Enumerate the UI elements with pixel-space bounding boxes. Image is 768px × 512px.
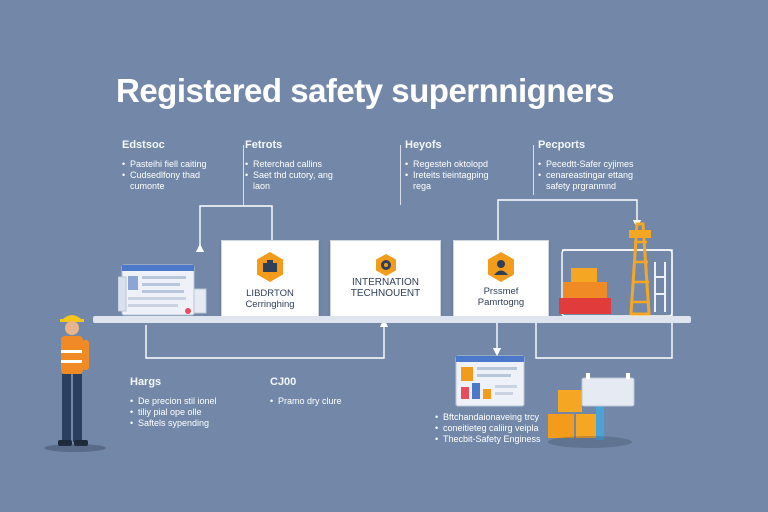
bottom-column-3: Bftchandaionaveing trcy coneitieteg cali… [435, 412, 547, 445]
card-subtitle: Cerringhing [245, 299, 295, 310]
timeline-bar [93, 316, 691, 323]
bottom-column-heading: CJ00 [270, 376, 297, 388]
top-column-heading: Fetrots [245, 139, 283, 151]
list-item: Reterchad callins [245, 159, 350, 170]
card-title: INTERNATION [351, 277, 420, 288]
bottom-column-2: CJ00 Pramo dry clure [270, 376, 370, 408]
list-item: Pecedtt-Safer cyjimes [538, 159, 648, 170]
gear-icon [375, 254, 396, 276]
process-card-3: Prssmef Pamrtogng [453, 240, 549, 318]
top-column-heading: Edstsoc [122, 139, 165, 151]
supply-boxes-icon [548, 373, 635, 448]
safety-worker-icon [58, 315, 89, 446]
process-card-2: INTERNATION TECHNOUENT [330, 240, 441, 318]
list-item: Pasteihi fiell caiting [122, 159, 234, 170]
card-subtitle: Pamrtogng [477, 297, 525, 308]
card-title: Prssmef [483, 286, 519, 297]
process-card-1: LIBDRTON Cerringhing [221, 240, 319, 318]
list-item: Cudsedlfony thad cumonte [122, 170, 234, 192]
ground-shadow [44, 444, 106, 452]
top-column-heading: Pecports [538, 139, 586, 151]
list-item: Pramo dry clure [270, 396, 370, 407]
flow-arrow [195, 205, 273, 253]
list-item: De precion stil ionel [130, 396, 255, 407]
flow-arrow [497, 199, 642, 240]
list-item: Saftels sypending [130, 418, 255, 429]
column-divider [533, 145, 534, 195]
worker-icon [488, 252, 514, 282]
bottom-column-1: Hargs De precion stil ionel tiliy pial o… [130, 376, 255, 430]
bottom-column-heading: Hargs [130, 376, 162, 388]
flow-arrow [145, 318, 389, 359]
top-column-2: Fetrots Reterchad callins Saet thd cutor… [245, 140, 350, 192]
column-divider [243, 145, 244, 205]
list-item: Ireteits tieintagping rega [405, 170, 505, 192]
column-divider [400, 145, 401, 205]
report-monitor-icon [455, 355, 525, 407]
dashboard-monitor-icon [118, 264, 207, 316]
top-column-3: Heyofs Regesteh oktolopd Ireteits tieint… [405, 140, 505, 192]
page-title: Registered safety supernnigners [116, 72, 615, 109]
card-title: LIBDRTON [246, 288, 294, 299]
top-column-heading: Heyofs [405, 139, 442, 151]
list-item: tiliy pial ope olle [130, 407, 255, 418]
toolbox-icon [257, 252, 283, 282]
list-item: Saet thd cutory, ang laon [245, 170, 350, 192]
card-subtitle: TECHNOUENT [350, 288, 421, 299]
top-column-4: Pecports Pecedtt-Safer cyjimes cenareast… [538, 140, 648, 192]
list-item: coneitieteg caliirg veipla [435, 423, 547, 434]
list-item: Regesteh oktolopd [405, 159, 505, 170]
list-item: cenareastingar ettang safety prgranmnd [538, 170, 648, 192]
list-item: Thecbit-Safety Enginess [435, 434, 547, 445]
construction-site-icon [559, 222, 673, 317]
list-item: Bftchandaionaveing trcy [435, 412, 547, 423]
top-column-1: Edstsoc Pasteihi fiell caiting Cudsedlfo… [122, 140, 234, 192]
